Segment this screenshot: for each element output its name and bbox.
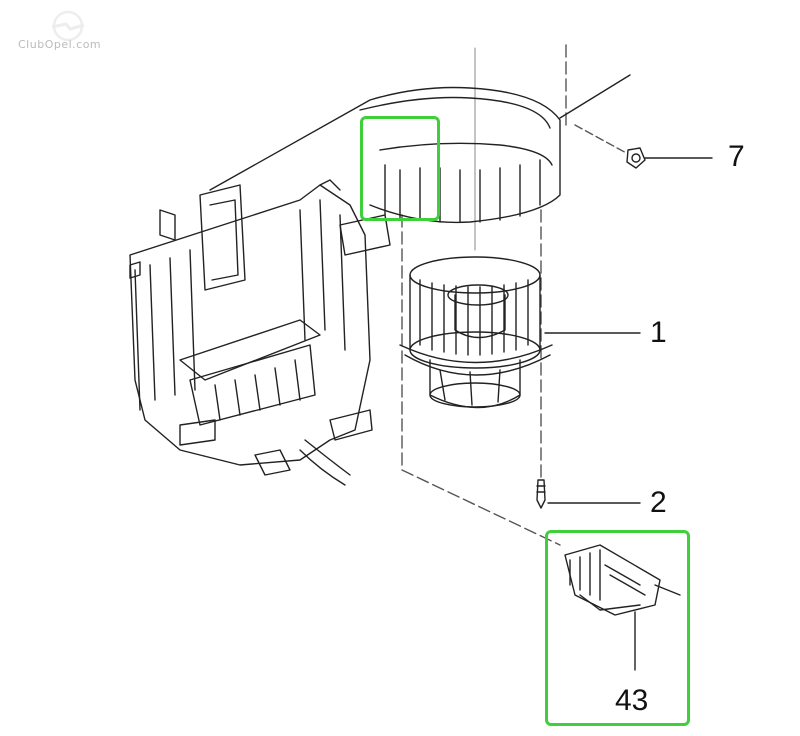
opel-logo-icon bbox=[18, 8, 128, 60]
screw-part-2 bbox=[536, 479, 546, 509]
callout-43: 43 bbox=[615, 684, 649, 717]
resistor-part-43 bbox=[564, 544, 681, 616]
watermark-text: ClubOpel.com bbox=[18, 38, 102, 51]
clip-axis-line bbox=[574, 124, 631, 156]
resistor-axis-line-diag bbox=[401, 469, 561, 546]
callout-7: 7 bbox=[728, 140, 745, 173]
callout-2: 2 bbox=[650, 486, 667, 519]
heater-housing bbox=[129, 74, 631, 486]
clip-part-7 bbox=[626, 147, 646, 169]
highlight-box-resistor bbox=[545, 530, 690, 726]
highlight-box-housing-clip bbox=[360, 116, 440, 221]
callout-1: 1 bbox=[650, 316, 667, 349]
blower-motor-fan bbox=[399, 256, 553, 409]
